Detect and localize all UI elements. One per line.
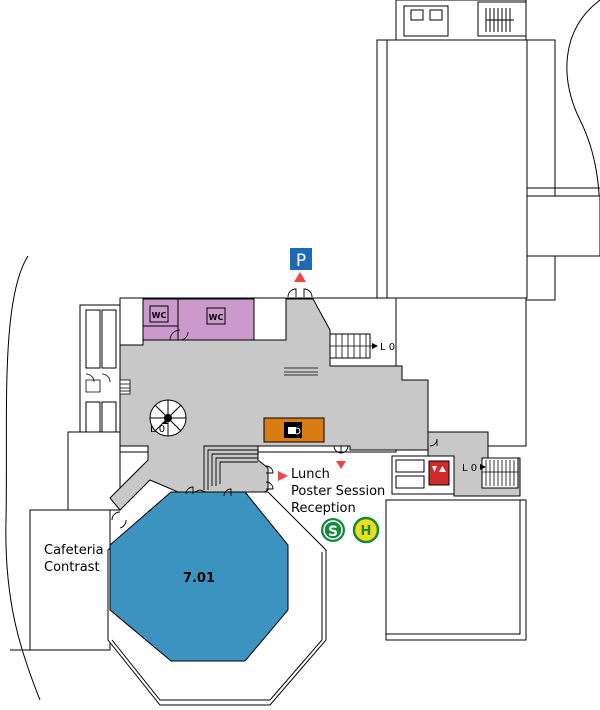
stairs-north: [329, 333, 378, 359]
stairs-south: [203, 445, 258, 490]
room-7-01: [109, 491, 289, 662]
cafe-counter: [263, 417, 325, 443]
terrain-edge-left: [5, 255, 41, 701]
wc-icon: WC: [149, 305, 169, 323]
svg-text:P: P: [296, 251, 306, 271]
svg-text:H: H: [361, 524, 372, 539]
svg-text:S: S: [328, 524, 338, 540]
arrow-down-icon: [336, 461, 346, 469]
elevator-icon: [428, 460, 450, 486]
level-label-spiral: L 0: [150, 424, 165, 435]
parking-icon: P: [290, 248, 312, 271]
north-east-building: [376, 0, 600, 301]
svg-text:WC: WC: [152, 311, 167, 320]
svg-text:WC: WC: [209, 313, 224, 322]
level-label-east: L 0: [462, 463, 477, 474]
doors: [111, 288, 438, 529]
north-east-stairs: [485, 8, 514, 32]
south-east-building-inner: [385, 499, 521, 635]
east-core: [391, 455, 519, 495]
lunch-label: Lunch: [291, 467, 330, 482]
cafeteria-label-line1: Cafeteria: [44, 543, 104, 558]
stairs-strip: [284, 367, 318, 376]
octagon-hall-ring: [111, 552, 323, 701]
sbahn-icon: S: [321, 518, 345, 542]
spiral-stair: [149, 399, 187, 437]
wc-block: WC WC: [142, 298, 255, 341]
poster-session-label: Poster Session: [291, 484, 385, 499]
arrow-right-icon: [278, 471, 288, 481]
reception-label: Reception: [291, 501, 356, 516]
coffee-cup-icon: [284, 422, 302, 438]
level-label-north: L 0: [380, 342, 395, 353]
south-east-building: [385, 499, 527, 641]
cafeteria-label-line2: Contrast: [44, 560, 100, 575]
arrow-up-icon: [294, 272, 306, 282]
bus-stop-icon: H: [352, 516, 380, 544]
stairs-west: [85, 373, 131, 395]
wc-icon: WC: [206, 307, 226, 325]
room-label: 7.01: [183, 571, 215, 586]
